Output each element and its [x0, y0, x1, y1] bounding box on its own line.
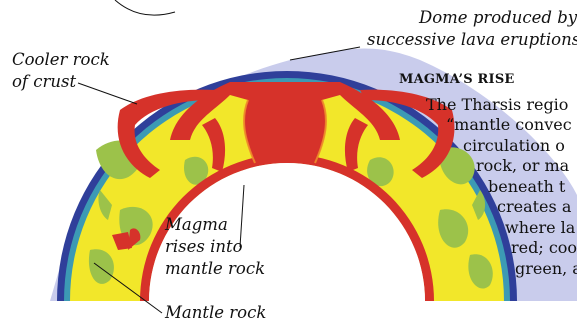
- sidebar-heading: MAGMA’S RISE: [399, 72, 515, 87]
- crust-label-line1: Cooler rock: [12, 50, 110, 70]
- dome-label-line1: Dome produced by: [419, 8, 577, 28]
- magma-label-line3: mantle rock: [165, 259, 265, 279]
- partial-ellipse-outline: [115, 0, 175, 15]
- sidebar-line-4: rock, or ma: [476, 156, 569, 176]
- sidebar-line-6: creates a: [497, 197, 571, 217]
- sidebar-line-5: beneath t: [488, 177, 565, 197]
- sidebar-line-8: red; coo: [511, 238, 577, 258]
- crust-label-line2: of crust: [12, 72, 76, 92]
- sidebar-line-2: “mantle convec: [446, 115, 572, 135]
- magma-label-line1: Magma: [165, 215, 228, 235]
- dome-label-line2: successive lava eruptions: [367, 30, 577, 50]
- magma-label-line2: rises into: [165, 237, 243, 257]
- mantle-label: Mantle rock: [165, 303, 266, 323]
- sidebar-line-1: The Tharsis regio: [426, 95, 568, 115]
- sidebar-line-3: circulation o: [463, 136, 565, 156]
- sidebar-line-7: where la: [505, 218, 575, 238]
- sidebar-line-9: green, a: [515, 259, 577, 279]
